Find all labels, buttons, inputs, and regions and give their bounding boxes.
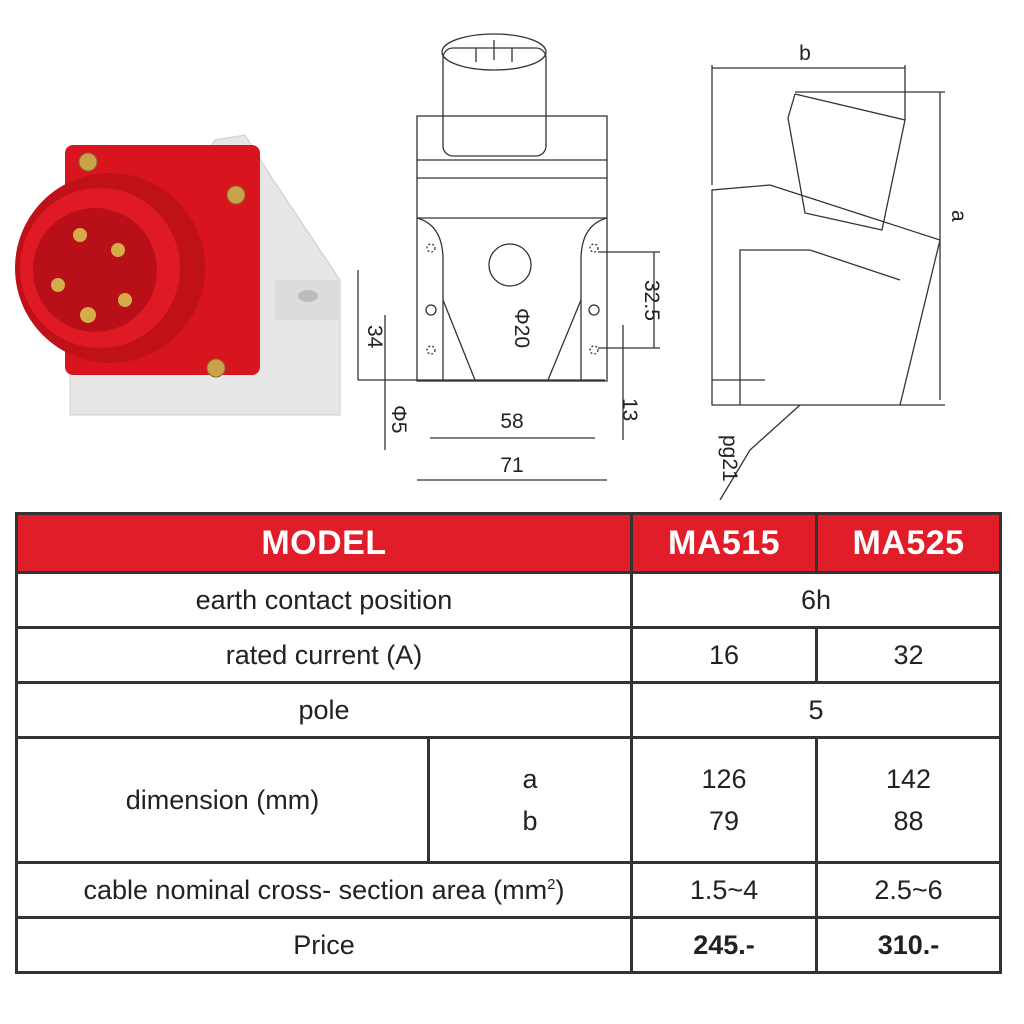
label-end: ): [555, 874, 565, 905]
pg21-label: pg21: [718, 435, 741, 482]
spec-table: MODEL MA515 MA525 earth contact position…: [15, 512, 1002, 974]
label: cable nominal cross- section area (mm: [83, 874, 548, 905]
value: 126: [701, 764, 747, 794]
table-row: rated current (A) 16 32: [15, 626, 1002, 684]
row-label: pole: [15, 681, 633, 739]
header-row: MODEL MA515 MA525: [15, 512, 1002, 574]
row-value: 6h: [630, 571, 1002, 629]
dim-phi5: Φ5: [387, 405, 410, 433]
price-ma525: 310.-: [815, 916, 1002, 974]
model-ma515: MA515: [630, 512, 818, 574]
row-value: 1.5~4: [630, 861, 818, 919]
table-row: pole 5: [15, 681, 1002, 739]
front-plate-outline: [416, 115, 608, 382]
dim-a: a: [947, 210, 970, 222]
product-photo: [15, 134, 341, 416]
dim-58: 58: [500, 410, 523, 433]
table-row: Price 245.- 310.-: [15, 916, 1002, 974]
dim-phi20: Φ20: [510, 308, 533, 348]
row-label: earth contact position: [15, 571, 633, 629]
value: 79: [708, 806, 740, 836]
price-ma515: 245.-: [630, 916, 818, 974]
row-value: 5: [630, 681, 1002, 739]
row-label: cable nominal cross- section area (mm2): [15, 861, 633, 919]
key-a: a: [522, 764, 538, 794]
row-value: 32: [815, 626, 1002, 684]
dim-32-5: 32.5: [640, 280, 663, 321]
row-label: rated current (A): [15, 626, 633, 684]
table-row: earth contact position 6h: [15, 571, 1002, 629]
row-value: 16: [630, 626, 818, 684]
value: 88: [893, 806, 924, 836]
dim-b: b: [799, 42, 811, 65]
dim-34: 34: [363, 325, 386, 349]
model-header: MODEL: [15, 512, 633, 574]
dim-13: 13: [618, 398, 641, 421]
dim-71: 71: [500, 454, 523, 477]
model-ma525: MA525: [815, 512, 1002, 574]
key-b: b: [522, 806, 538, 836]
superscript: 2: [547, 875, 556, 893]
row-label: dimension (mm): [15, 736, 430, 864]
value: 142: [885, 764, 932, 794]
row-label: Price: [15, 916, 633, 974]
row-value: 2.5~6: [815, 861, 1002, 919]
technical-drawing: 71 58 34 32.5 13 Φ5 Φ20 b a pg21: [357, 33, 970, 500]
table-row: cable nominal cross- section area (mm2) …: [15, 861, 1002, 919]
